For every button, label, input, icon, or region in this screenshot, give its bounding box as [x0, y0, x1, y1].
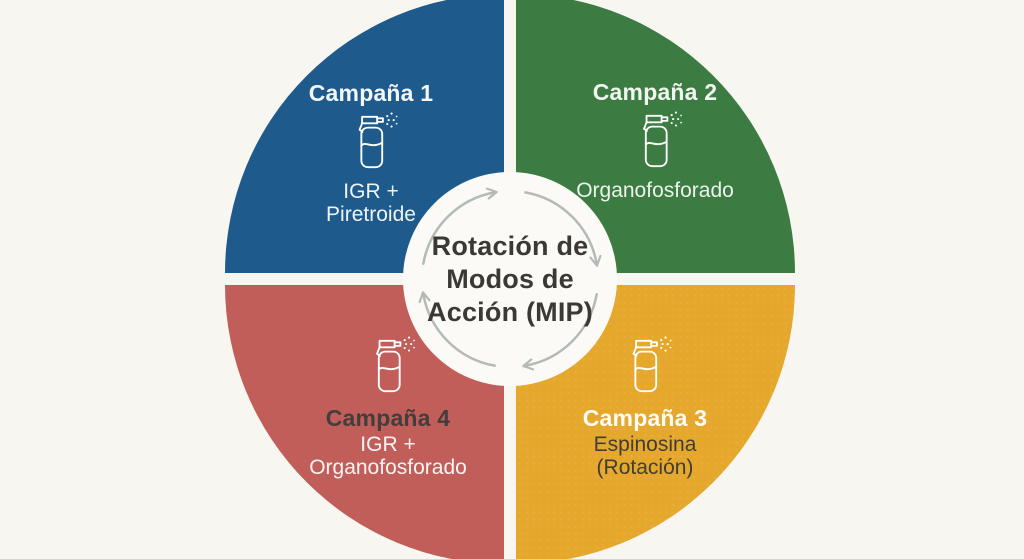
spray-mist-dots: [403, 336, 415, 352]
spray-mist-dots: [660, 336, 672, 352]
quadrant-title: Campaña 3: [582, 405, 708, 431]
center-circle: Rotación de Modos de Acción (MIP): [403, 172, 617, 386]
treatment-line: IGR +: [360, 433, 416, 456]
spray-bottle-icon: [632, 336, 672, 393]
spray-mist-dots: [670, 111, 682, 127]
title-line: Rotación de: [431, 230, 589, 261]
title-line: Modos de: [446, 263, 574, 294]
quadrant-treatment: Organofosforado: [576, 179, 734, 202]
treatment-line: Organofosforado: [309, 456, 467, 479]
quadrant-treatment: IGR + Organofosforado: [309, 433, 467, 479]
quadrant-content: Campaña 3 Espin: [583, 335, 708, 479]
quadrant-title: Campaña 1: [308, 80, 434, 106]
title-line: Acción (MIP): [427, 296, 593, 327]
quadrant-wheel: Campaña 1 IGR +: [225, 0, 795, 559]
rotation-arrows-icon: [418, 187, 602, 371]
quadrant-treatment: Espinosina (Rotación): [594, 433, 697, 479]
quadrant-content: Campaña 4 IGR +: [309, 335, 467, 479]
quadrant-title: Campaña 4: [325, 405, 451, 431]
quadrant-title: Campaña 2: [592, 79, 718, 105]
spray-bottle-icon: [642, 111, 682, 168]
quadrant-content: Campaña 1 IGR +: [309, 78, 434, 226]
diagram-title: Rotación de Modos de Acción (MIP): [427, 230, 593, 329]
treatment-line: Piretroide: [326, 203, 416, 226]
quadrant-content: Campaña 2 Organ: [576, 77, 734, 202]
treatment-line: IGR +: [343, 180, 399, 203]
spray-bottle-icon: [375, 336, 415, 393]
treatment-line: Organofosforado: [576, 179, 734, 202]
treatment-line: (Rotación): [596, 456, 694, 479]
spray-mist-dots: [386, 112, 398, 128]
quadrant-treatment: IGR + Piretroide: [326, 180, 416, 226]
treatment-line: Espinosina: [593, 433, 697, 456]
spray-bottle-icon: [358, 112, 398, 169]
